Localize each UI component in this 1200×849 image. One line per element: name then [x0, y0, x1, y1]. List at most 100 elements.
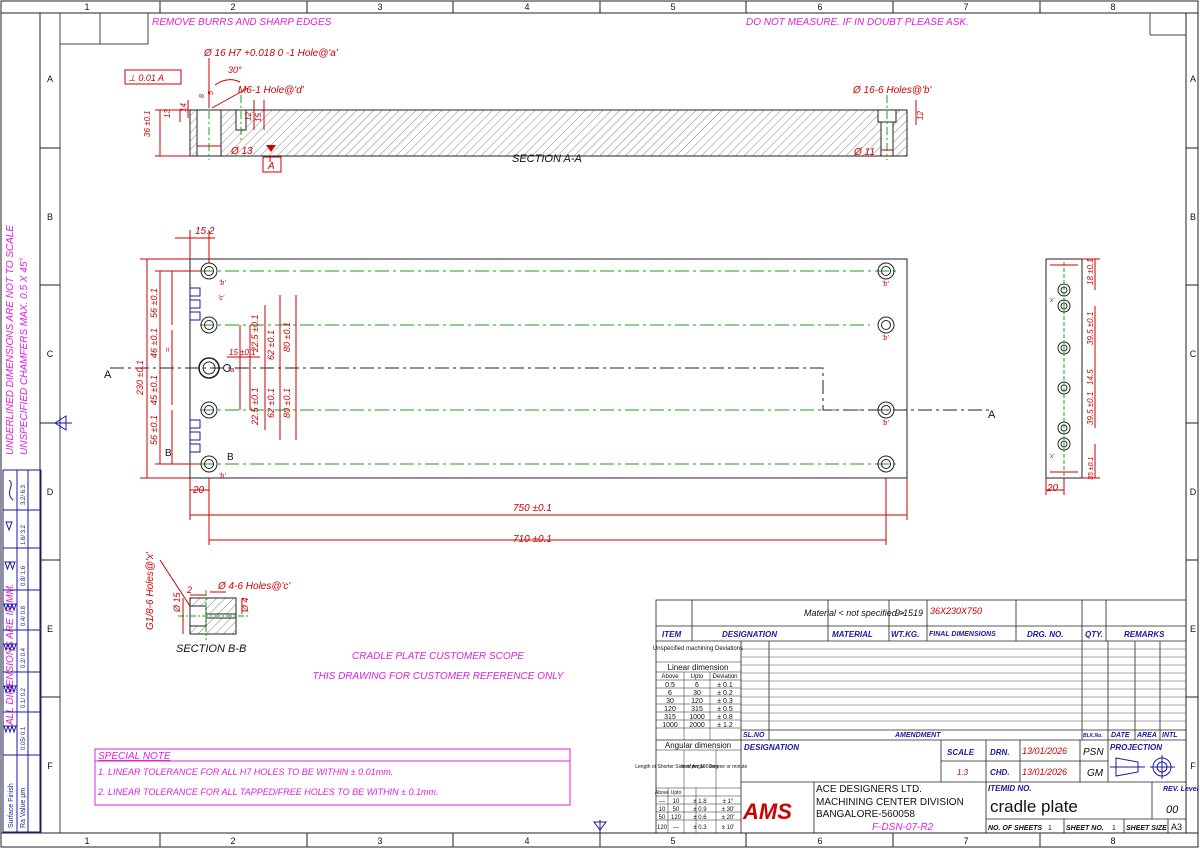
triangle-icon — [5, 521, 13, 532]
dim-46: 46 ±0.1 — [149, 328, 159, 358]
dim-750: 750 ±0.1 — [513, 503, 552, 514]
note-units: ALL DIMENSIONS ARE IN MM. — [5, 583, 16, 726]
row-label: F — [47, 761, 53, 771]
tol-cell: 120 — [691, 698, 703, 705]
row-label: A — [1190, 74, 1196, 84]
row-label: A — [47, 74, 53, 84]
bom-header: DRG. NO. — [1027, 630, 1063, 639]
col-label: 6 — [817, 2, 822, 12]
rev-label: REV. Level — [1163, 786, 1200, 793]
dim-80a: 80 ±0.1 — [282, 322, 292, 352]
dim-39-5b: 39.5 ±0.1 — [1086, 392, 1095, 425]
amend-header: SL.NO — [743, 732, 765, 739]
tol-cell: 120 — [664, 706, 676, 713]
chd-label: CHD. — [990, 768, 1010, 777]
ang-cell: ± 10' — [722, 825, 735, 831]
section-aa-view: ⊥ 0.01 A A Ø 16 H7 +0.018 0 -1 Hole@'a' … — [124, 48, 933, 173]
dim-35: 35 ±0.1 — [1088, 457, 1095, 480]
note-burrs: REMOVE BURRS AND SHARP EDGES — [152, 17, 332, 28]
col-label: 4 — [524, 2, 529, 12]
sheets-label: NO. OF SHEETS — [988, 825, 1042, 832]
ang-head: Degree or minute — [709, 764, 748, 770]
row-label: C — [1190, 349, 1197, 359]
amend-header: AREA — [1136, 732, 1157, 739]
tol-cell: ± 0.8 — [717, 714, 733, 721]
chd-initials: GM — [1087, 768, 1104, 779]
dim-14: 14 — [179, 103, 188, 112]
bom-header: FINAL DIMENSIONS — [929, 631, 996, 638]
note-chamfers: UNSPECIFIED CHAMFERS MAX. 0.5 X 45° — [19, 258, 30, 455]
dim-62b: 62 ±0.1 — [266, 388, 276, 418]
col-label: 3 — [377, 2, 382, 12]
dim-12b: 12 — [916, 111, 925, 120]
dim-15-2: 15.2 — [195, 226, 215, 237]
unspec-title: Unspecified machining Deviations — [653, 646, 743, 652]
zone-labels: 1 2 3 4 5 6 7 8 1 2 3 4 5 6 7 8 A B C D … — [47, 2, 1197, 846]
dim-56b: 56 ±0.1 — [149, 415, 159, 445]
dim-22-5b: 22.5 ±0.1 — [250, 388, 260, 426]
tol-cell: 6 — [695, 682, 699, 689]
hole-x-tag: 'x' — [1049, 454, 1055, 460]
triangle-5-icon — [3, 685, 17, 694]
dim-45: 45 ±0.1 — [149, 375, 159, 405]
drn-initials: PSN — [1083, 747, 1104, 758]
designation-label: DESIGNATION — [744, 743, 799, 752]
sheet-no-value: 1 — [1112, 825, 1116, 832]
tol-cell: ± 0.2 — [717, 690, 733, 697]
tol-cell: 1000 — [689, 714, 705, 721]
hole-tag: 'b' — [219, 473, 226, 480]
hole-x-tag: 'x' — [1049, 298, 1055, 304]
company-division: MACHINING CENTER DIVISION — [816, 797, 964, 808]
dim-39-5a: 39.5 ±0.1 — [1086, 312, 1095, 345]
hole-tag: 'b' — [219, 280, 226, 287]
bom-header: DESIGNATION — [722, 630, 777, 639]
ang-cell: ± 1.8 — [693, 799, 707, 805]
scope-note-1: CRADLE PLATE CUSTOMER SCOPE — [352, 651, 524, 662]
title-block-text: DESIGNATION SCALE 1:3 DRN. 13/01/2026 PS… — [742, 743, 1200, 833]
row-label: F — [1190, 761, 1196, 771]
equal-mark: = — [163, 347, 172, 352]
thread-callout: G1/8-6 Holes@'x' — [145, 551, 156, 630]
ang-head: mm per 100 mm — [682, 764, 718, 770]
tol-cell: 2000 — [689, 722, 705, 729]
col-label: 1 — [84, 2, 89, 12]
col-label: 2 — [230, 2, 235, 12]
material-code: 9-1519 — [895, 608, 923, 618]
ang-cell: — — [673, 825, 679, 831]
special-note-line-2: 2. LINEAR TOLERANCE FOR ALL TAPPED/FREE … — [97, 787, 439, 797]
drawing-number: F-DSN-07-R2 — [872, 822, 934, 833]
amend-header: INTL — [1162, 732, 1178, 739]
col-label: 7 — [963, 836, 968, 846]
tol-cell: 6 — [668, 690, 672, 697]
special-note: SPECIAL NOTE 1. LINEAR TOLERANCE FOR ALL… — [94, 748, 571, 806]
row-label: E — [1190, 624, 1196, 634]
dim-2: 2 — [186, 585, 192, 595]
itemid-label: ITEMID NO. — [988, 784, 1032, 793]
col-label: 5 — [670, 2, 675, 12]
scale-label: SCALE — [947, 748, 975, 757]
bom-header: MATERIAL — [832, 630, 873, 639]
ang-cell: ± 20' — [722, 815, 735, 821]
side-view: 18 ±0.1 39.5 ±0.1 14.5 39.5 ±0.1 35 ±0.1… — [1045, 258, 1100, 495]
hole-c-callout: Ø 4-6 Holes@'c' — [217, 581, 291, 592]
plan-view: 15.2 230 ±0.1 56 ±0.1 46 ±0.1 45 ±0.1 56… — [104, 226, 996, 545]
amendment-headers: SL.NO AMENDMENT BLK.No. DATE AREA INTL — [743, 732, 1178, 739]
side-ports — [189, 287, 201, 453]
dim-8: 8 — [199, 94, 206, 98]
company-address: BANGALORE-560058 — [816, 809, 915, 820]
tol-cell: ± 0.5 — [717, 706, 733, 713]
triangle-6-icon — [3, 725, 17, 734]
scope-note-2: THIS DRAWING FOR CUSTOMER REFERENCE ONLY — [313, 671, 565, 682]
col-label: 7 — [963, 2, 968, 12]
row-label: D — [47, 487, 54, 497]
triangle-3-icon — [3, 603, 17, 612]
note-do-not-measure: DO NOT MEASURE. IF IN DOUBT PLEASE ASK. — [746, 17, 969, 28]
dim-15: 15 ±0.1 — [229, 348, 256, 357]
col-label: 6 — [817, 836, 822, 846]
final-dims-value: 36X230X750 — [930, 606, 982, 616]
angular-title: Angular dimension — [665, 741, 731, 750]
dim-80b: 80 ±0.1 — [282, 388, 292, 418]
bom-header: QTY. — [1085, 630, 1103, 639]
special-note-line-1: 1. LINEAR TOLERANCE FOR ALL H7 HOLES TO … — [98, 767, 393, 777]
